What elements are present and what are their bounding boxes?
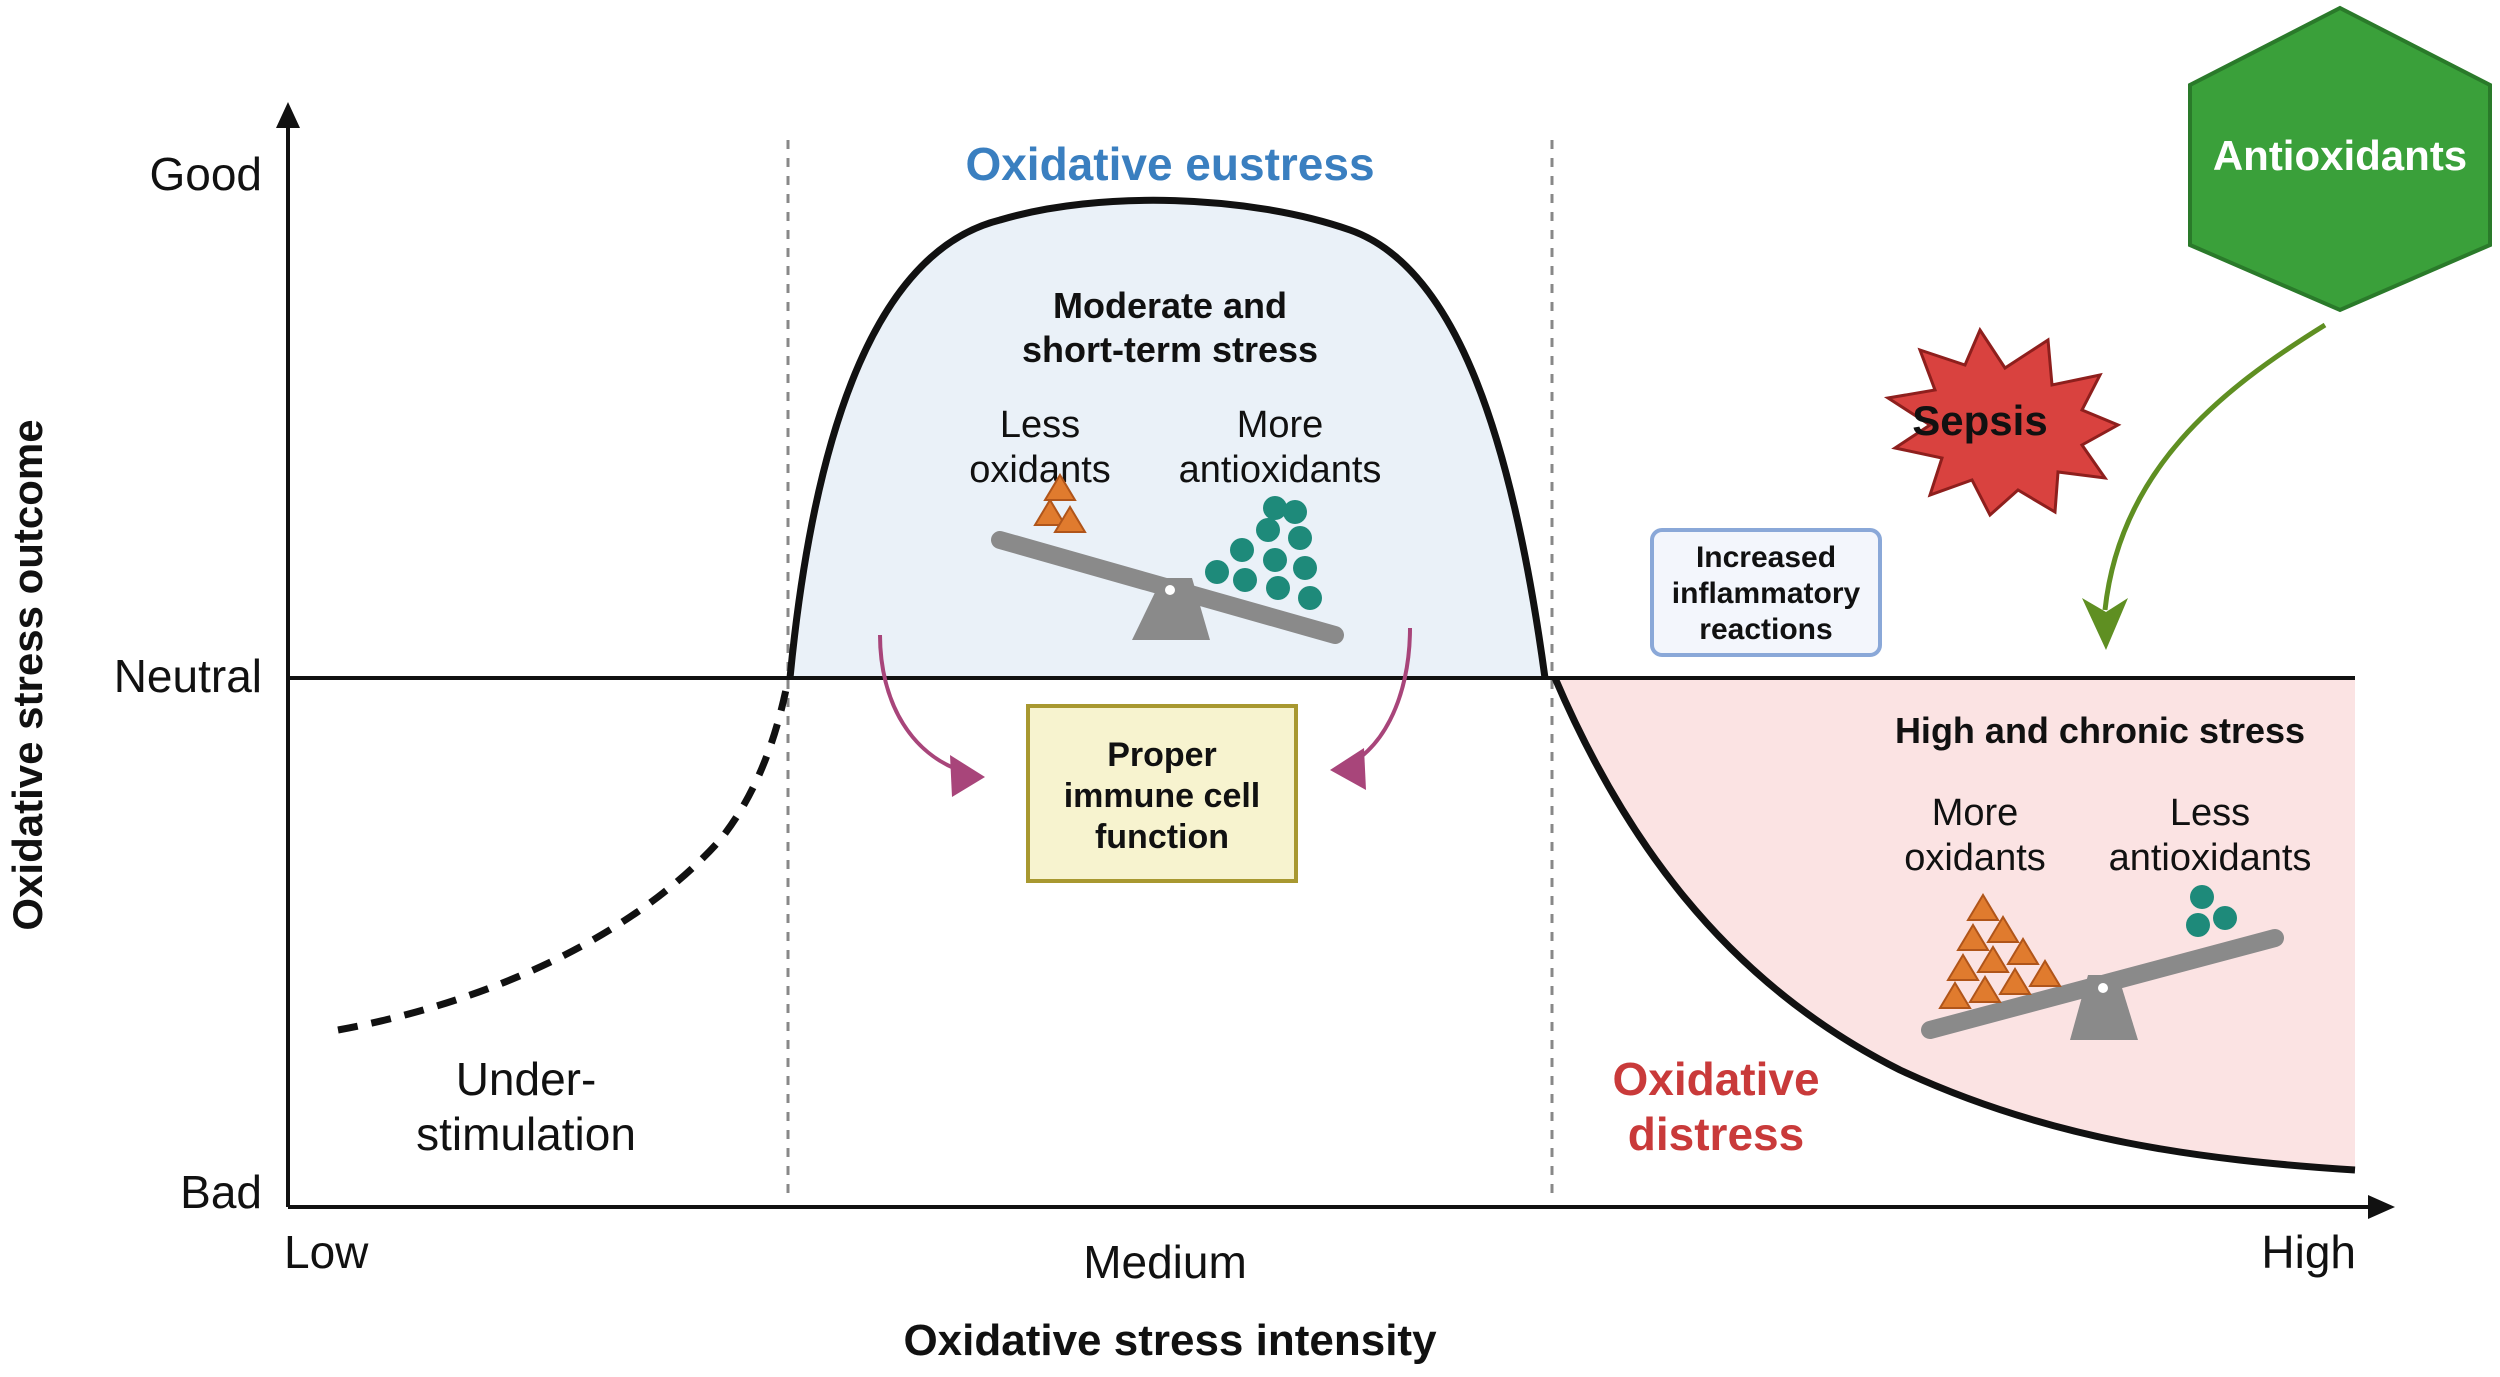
x-tick-low: Low: [284, 1226, 369, 1278]
distress-curve: [1551, 676, 2356, 1174]
understimulation-label-line2: stimulation: [416, 1108, 636, 1160]
eustress-seesaw: [991, 473, 1344, 644]
sepsis-label: Sepsis: [1912, 397, 2047, 444]
oxidant-triangle: [1998, 967, 2032, 995]
distress-title-line1: Oxidative: [1612, 1053, 1819, 1105]
inflammatory-box-line1: Increased: [1696, 541, 1836, 574]
antioxidant-dot: [1263, 496, 1287, 520]
understimulation-curve: [337, 679, 792, 1034]
oxidant-triangle: [1053, 505, 1087, 533]
oxidant-triangle: [1986, 915, 2020, 943]
distress-seesaw: [1921, 885, 2284, 1040]
antioxidants-label: Antioxidants: [2213, 132, 2467, 179]
eustress-heading-line2: short-term stress: [1022, 329, 1318, 370]
immune-box-line3: function: [1095, 818, 1229, 856]
oxidant-triangle: [1946, 953, 1980, 981]
immune-box-line1: Proper: [1107, 736, 1217, 774]
antioxidant-dot: [1288, 526, 1312, 550]
antioxidant-dot: [2186, 913, 2210, 937]
oxidant-triangle: [1956, 923, 1990, 951]
antioxidant-dot: [1233, 568, 1257, 592]
inflammatory-box-line2: inflammatory: [1672, 577, 1861, 610]
antioxidant-dot: [2213, 906, 2237, 930]
x-tick-medium: Medium: [1083, 1236, 1247, 1288]
antioxidant-dot: [1230, 538, 1254, 562]
x-tick-high: High: [2261, 1226, 2356, 1278]
left-arrowhead: [950, 755, 985, 797]
distress-seesaw-pivot: [2098, 983, 2108, 993]
distress-title-line2: distress: [1628, 1108, 1804, 1160]
antioxidants-hexagon: [2188, 5, 2492, 313]
distress-heading: High and chronic stress: [1895, 710, 2305, 751]
oxidant-triangle: [1966, 893, 2000, 921]
eustress-seesaw-fulcrum: [1132, 578, 1210, 640]
eustress-region: [790, 200, 1545, 678]
oxidant-triangle: [1976, 945, 2010, 973]
immune-function-box: [1026, 704, 1298, 883]
oxidant-triangle: [1968, 975, 2002, 1003]
eustress-right-label-line1: More: [1237, 404, 1324, 446]
inflammatory-box-line3: reactions: [1699, 613, 1832, 646]
antioxidant-dot: [1256, 518, 1280, 542]
distress-right-label-line1: Less: [2170, 792, 2250, 834]
oxidant-triangle: [1043, 473, 1077, 501]
eustress-seesaw-pivot: [1165, 585, 1175, 595]
oxidant-triangle: [1033, 498, 1067, 526]
antioxidant-dot: [1263, 548, 1287, 572]
inflammatory-box: [1650, 528, 1882, 657]
distress-region: [1555, 678, 2355, 1170]
y-axis-title: Oxidative stress outcome: [4, 419, 51, 930]
antioxidant-dot: [1298, 586, 1322, 610]
eustress-heading-line1: Moderate and: [1053, 285, 1287, 326]
y-tick-bad: Bad: [180, 1166, 262, 1218]
oxidant-triangle: [2028, 959, 2062, 987]
right-arrowhead: [1330, 748, 1366, 790]
antioxidant-dot: [1205, 560, 1229, 584]
sepsis-burst: [1883, 326, 2122, 518]
immune-box-line2: immune cell: [1064, 777, 1261, 815]
antioxidant-dot: [1293, 556, 1317, 580]
eustress-right-label-line2: antioxidants: [1179, 449, 1382, 491]
distress-right-label-line2: antioxidants: [2109, 837, 2312, 879]
distress-seesaw-fulcrum: [2070, 975, 2138, 1040]
antioxidant-dot: [1283, 500, 1307, 524]
oxidant-triangle: [1938, 981, 1972, 1009]
antioxidant-dot: [2190, 885, 2214, 909]
y-axis-arrowhead: [276, 102, 300, 128]
distress-left-label-line1: More: [1932, 792, 2019, 834]
x-axis-arrowhead: [2368, 1195, 2395, 1219]
antioxidants-arrow: [2102, 322, 2327, 611]
understimulation-label-line1: Under-: [456, 1053, 597, 1105]
eustress-title: Oxidative eustress: [965, 138, 1374, 190]
antioxidants-arrowhead: [2082, 598, 2128, 650]
oxidant-triangle: [2006, 937, 2040, 965]
eustress-left-label-line2: oxidants: [969, 449, 1111, 491]
y-tick-neutral: Neutral: [114, 650, 262, 702]
antioxidant-dot: [1266, 576, 1290, 600]
y-tick-good: Good: [149, 148, 262, 200]
eustress-curve: [786, 196, 1549, 679]
x-axis-title: Oxidative stress intensity: [903, 1316, 1437, 1365]
eustress-left-label-line1: Less: [1000, 404, 1080, 446]
distress-left-label-line2: oxidants: [1904, 837, 2046, 879]
